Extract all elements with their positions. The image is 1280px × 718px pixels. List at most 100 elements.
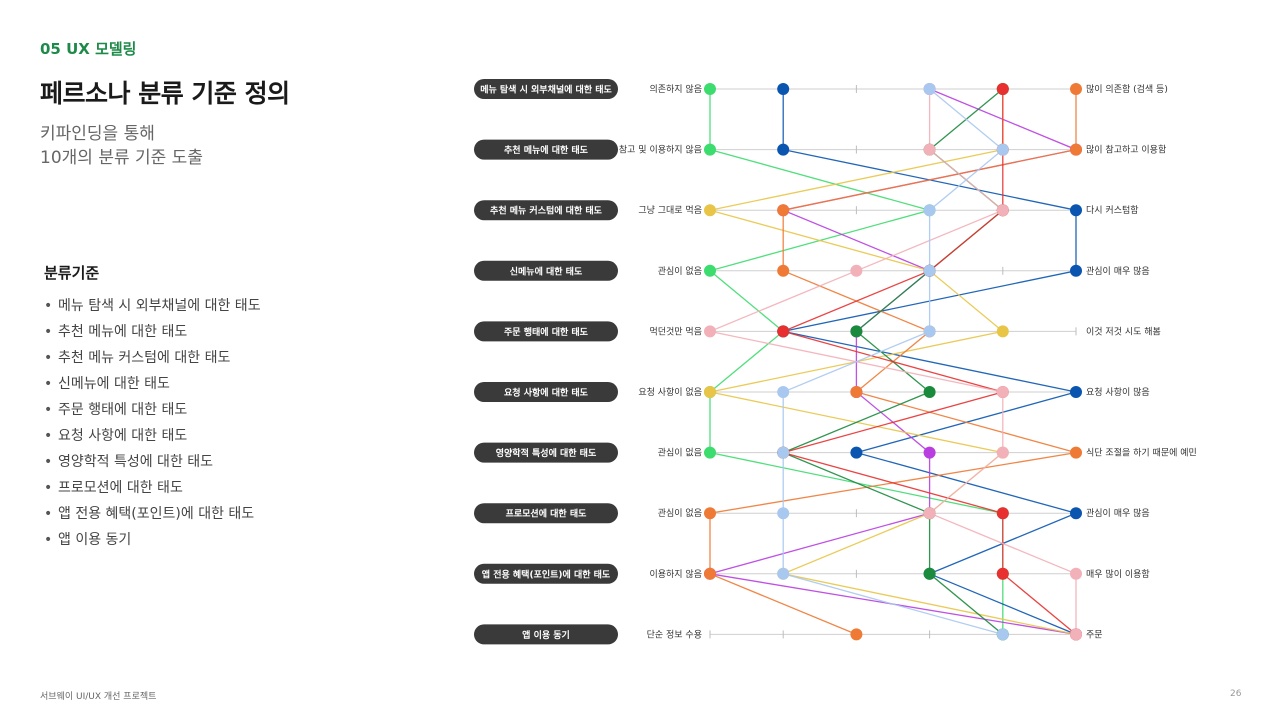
persona-point	[1070, 567, 1082, 580]
persona-point	[704, 83, 716, 95]
row-label-pill	[474, 563, 618, 584]
criteria-heading: 분류기준	[44, 264, 100, 282]
persona-point	[850, 628, 863, 641]
persona-diagram: 메뉴 탐색 시 외부채널에 대한 태도 의존하지 않음 많이 의존함 (검색 등) 추…	[474, 79, 1197, 645]
right-value-label: 관심이 매우 많음	[1086, 508, 1150, 519]
persona-point	[777, 567, 790, 580]
left-value-label: 관심이 없음	[658, 448, 702, 459]
persona-point	[996, 386, 1009, 398]
left-value-label: 의존하지 않음	[649, 84, 702, 95]
right-value-label: 관심이 매우 많음	[1086, 266, 1150, 277]
persona-point	[777, 83, 790, 95]
right-value-label: 다시 커스텀함	[1086, 204, 1139, 216]
persona-point	[923, 83, 936, 95]
persona-point	[850, 325, 863, 338]
row-label-pill	[474, 321, 618, 342]
persona-point	[1070, 628, 1082, 641]
criteria-item: 요청 사항에 대한 태도	[44, 426, 261, 452]
criteria-item: 앱 전용 혜택(포인트)에 대한 태도	[44, 504, 261, 530]
persona-point	[850, 446, 863, 459]
row-label-pill	[474, 79, 618, 99]
persona-point	[923, 204, 936, 217]
left-value-label: 관심이 없음	[658, 266, 702, 277]
persona-point	[1070, 264, 1082, 277]
criteria-item: 신메뉴에 대한 태도	[44, 374, 261, 400]
row-label-pill	[474, 139, 618, 160]
persona-point	[996, 567, 1009, 580]
persona-point	[923, 567, 936, 580]
criteria-item: 프로모션에 대한 태도	[44, 478, 261, 504]
persona-point	[1070, 507, 1082, 520]
persona-point	[923, 386, 936, 398]
persona-point	[1070, 386, 1082, 398]
persona-point	[777, 386, 790, 398]
persona-point	[1070, 143, 1082, 156]
persona-point	[996, 83, 1009, 95]
criteria-item: 주문 행태에 대한 태도	[44, 400, 261, 426]
persona-point	[1070, 204, 1082, 217]
persona-point	[777, 446, 790, 459]
row-label: 추천 메뉴 커스텀에 대한 태도	[490, 205, 603, 217]
right-value-label: 요청 사항이 많음	[1086, 387, 1150, 398]
persona-point	[923, 446, 936, 459]
persona-point	[777, 143, 790, 156]
persona-point	[777, 507, 790, 520]
persona-point	[777, 204, 790, 217]
right-value-label: 많이 의존함 (검색 등)	[1086, 83, 1168, 95]
row-label-pill	[474, 382, 618, 402]
row-label-pill	[474, 624, 618, 645]
right-value-label: 이것 저것 시도 해봄	[1086, 326, 1161, 337]
persona-point	[704, 325, 716, 338]
persona-point	[704, 507, 716, 520]
left-value-label: 참고 및 이용하지 않음	[619, 144, 702, 156]
persona-point	[704, 143, 716, 156]
persona-point	[850, 264, 863, 277]
persona-point	[1070, 446, 1082, 459]
criteria-item: 추천 메뉴에 대한 태도	[44, 322, 261, 348]
row-label: 앱 전용 혜택(포인트)에 대한 태도	[482, 568, 611, 580]
row-label: 신메뉴에 대한 태도	[510, 265, 583, 277]
persona-point	[923, 143, 936, 156]
persona-point	[996, 325, 1009, 338]
row-label: 주문 행태에 대한 태도	[504, 326, 589, 338]
row-label-pill	[474, 442, 618, 463]
criteria-item: 앱 이용 동기	[44, 530, 261, 556]
left-value-label: 먹던것만 먹음	[649, 326, 702, 337]
page-title: 페르소나 분류 기준 정의	[40, 79, 290, 108]
left-value-label: 그냥 그대로 먹음	[638, 205, 702, 216]
persona-point	[923, 507, 936, 520]
persona-point	[923, 325, 936, 338]
persona-point	[850, 386, 863, 398]
right-value-label: 주문	[1086, 629, 1103, 640]
left-value-label: 이용하지 않음	[649, 569, 702, 580]
criteria-item: 영양학적 특성에 대한 태도	[44, 452, 261, 478]
section-label: 05 UX 모델링	[40, 40, 137, 58]
persona-point	[704, 204, 716, 217]
persona-point	[704, 446, 716, 459]
row-label: 추천 메뉴에 대한 태도	[504, 144, 589, 156]
right-value-label: 많이 참고하고 이용함	[1086, 145, 1166, 156]
subtitle-line-1: 키파인딩을 통해	[40, 124, 155, 144]
persona-point	[704, 567, 716, 580]
persona-point	[704, 264, 716, 277]
row-label: 메뉴 탐색 시 외부채널에 대한 태도	[480, 84, 612, 96]
page-subtitle: 키파인딩을 통해 10개의 분류 기준 도출	[40, 122, 280, 170]
persona-point	[996, 507, 1009, 520]
subtitle-line-2: 10개의 분류 기준 도출	[40, 148, 203, 168]
persona-point	[923, 264, 936, 277]
persona-point	[1070, 83, 1082, 95]
footer-project: 서브웨이 UI/UX 개선 프로젝트	[40, 692, 157, 702]
row-label: 앱 이용 동기	[522, 629, 570, 641]
criteria-list: 메뉴 탐색 시 외부채널에 대한 태도 추천 메뉴에 대한 태도 추천 메뉴 커…	[44, 296, 261, 556]
persona-point	[996, 446, 1009, 459]
right-value-label: 식단 조절을 하기 때문에 예민	[1086, 447, 1197, 459]
row-label-pill	[474, 200, 618, 221]
left-value-label: 관심이 없음	[658, 508, 702, 519]
right-value-label: 매우 많이 이용함	[1086, 569, 1150, 580]
persona-line	[782, 88, 1004, 636]
persona-point	[704, 386, 716, 398]
persona-point	[996, 143, 1009, 156]
page-number: 26	[1230, 689, 1242, 699]
criteria-item: 추천 메뉴 커스텀에 대한 태도	[44, 348, 261, 374]
row-label-pill	[474, 503, 618, 524]
